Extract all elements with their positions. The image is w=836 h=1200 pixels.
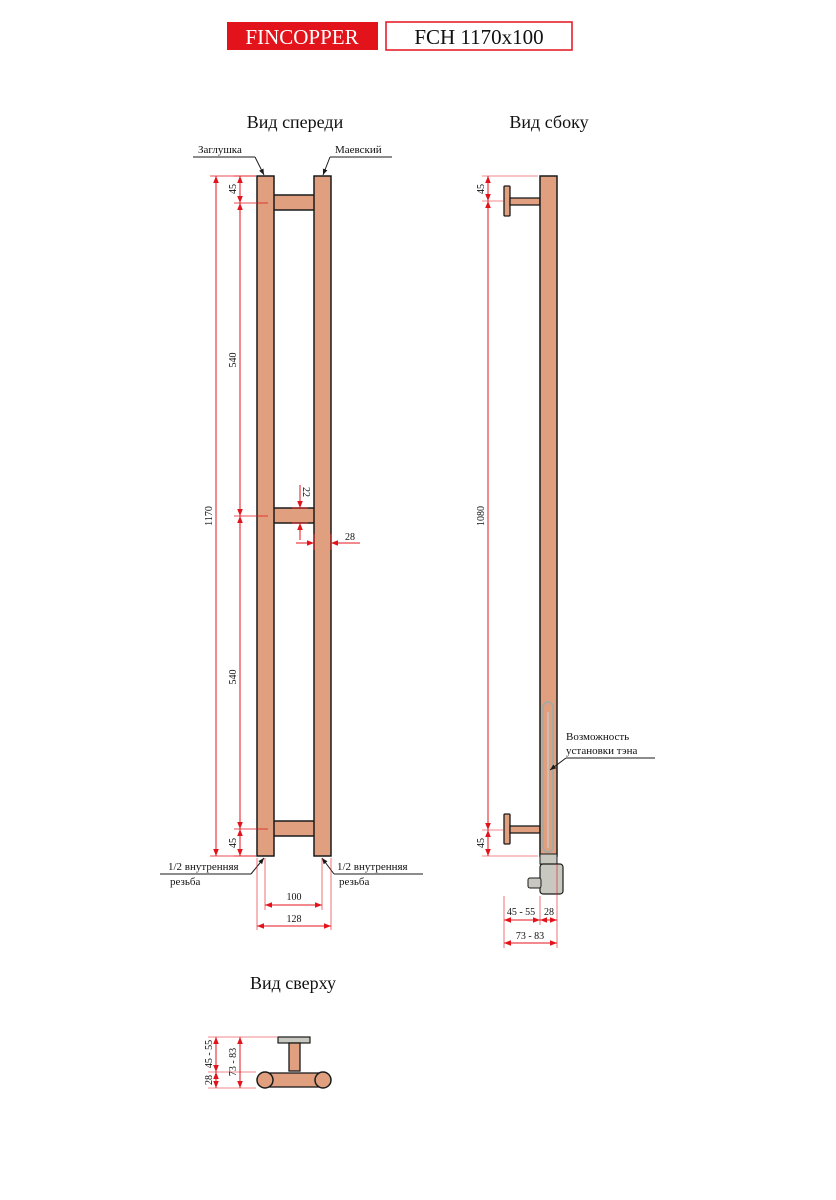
dim-top: 45 - 55 28 73 - 83 (204, 1036, 277, 1089)
dim-side-depth-label: 73 - 83 (516, 931, 544, 942)
heater-collar (539, 853, 558, 865)
crossbar-middle (267, 507, 321, 524)
dim-top-wall-label: 45 - 55 (204, 1040, 215, 1068)
thread-left-label-2: резьба (170, 876, 200, 888)
heater-element (542, 701, 554, 853)
dim-front-center-label: 100 (287, 892, 302, 903)
dim-top-pipe-label: 28 (204, 1075, 215, 1085)
front-view-title: Вид спереди (247, 112, 344, 132)
top-pipe-right (314, 1071, 332, 1089)
brand-badge (227, 22, 378, 50)
dim-front-pipe: 28 (296, 532, 360, 550)
side-bracket-bottom-rod (509, 825, 541, 834)
side-bracket-top-rod (509, 197, 541, 206)
model-box (385, 21, 573, 51)
mayevsky-label: Маевский (335, 144, 382, 156)
heater-plug (527, 877, 542, 889)
top-view-title: Вид сверху (250, 973, 336, 993)
heater-body (539, 863, 564, 895)
dim-side-horizontal: 45 - 55 28 73 - 83 (503, 864, 558, 948)
dim-side-pipe-label: 28 (544, 907, 554, 918)
heater-callout: Возможность установки тэна (549, 731, 655, 771)
dim-top-depth-label: 73 - 83 (228, 1048, 239, 1076)
dim-side-span-label: 1080 (476, 506, 487, 526)
front-view: Заглушка Маевский 1/2 внутренняя резьба … (160, 144, 423, 930)
dim-front-chain: 45 540 540 45 (228, 175, 268, 857)
top-view: 45 - 55 28 73 - 83 (204, 1036, 332, 1089)
dim-front-crossbar: 22 (292, 485, 311, 540)
crossbar-bottom (267, 820, 321, 837)
thread-left-callout: 1/2 внутренняя резьба (160, 857, 265, 888)
thread-right-label-2: резьба (339, 876, 369, 888)
dim-front-top-offset-label: 45 (228, 184, 239, 194)
dim-side-vertical: 45 1080 45 (476, 175, 538, 857)
thread-left-label-1: 1/2 внутренняя (168, 861, 239, 873)
pipe-right (313, 175, 332, 857)
top-pipe-left (256, 1071, 274, 1089)
side-bracket-top-plate (503, 185, 511, 217)
mayevsky-callout: Маевский (322, 144, 392, 176)
dim-front-bottom-offset-label: 45 (228, 838, 239, 848)
plug-label: Заглушка (198, 144, 242, 156)
dim-front-width: 100 128 (256, 858, 332, 930)
thread-right-callout: 1/2 внутренняя резьба (321, 857, 423, 888)
header: FINCOPPER FCH 1170x100 (227, 21, 573, 51)
dim-front-upper-span-label: 540 (228, 353, 239, 368)
dim-front-crossbar-label: 22 (300, 487, 311, 497)
top-wall-plate (277, 1036, 311, 1044)
heater-label-1: Возможность (566, 731, 629, 743)
side-view-title: Вид сбоку (509, 112, 588, 132)
top-bracket-rod (288, 1042, 301, 1072)
dim-front-overall-label: 128 (287, 914, 302, 925)
side-bracket-bottom-plate (503, 813, 511, 845)
brand-text: FINCOPPER (245, 25, 358, 49)
dim-side-top-offset-label: 45 (476, 184, 487, 194)
dim-side-wall-label: 45 - 55 (507, 907, 535, 918)
dim-front-total-label: 1170 (204, 506, 215, 526)
dim-front-pipe-label: 28 (345, 532, 355, 543)
plug-callout: Заглушка (193, 144, 265, 176)
side-view: Возможность установки тэна 45 1080 45 45… (476, 175, 655, 948)
heater-label-2: установки тэна (566, 745, 637, 757)
thread-right-label-1: 1/2 внутренняя (337, 861, 408, 873)
model-text: FCH 1170x100 (414, 25, 543, 49)
dim-side-bottom-offset-label: 45 (476, 838, 487, 848)
crossbar-top (267, 194, 321, 211)
dim-front-lower-span-label: 540 (228, 670, 239, 685)
